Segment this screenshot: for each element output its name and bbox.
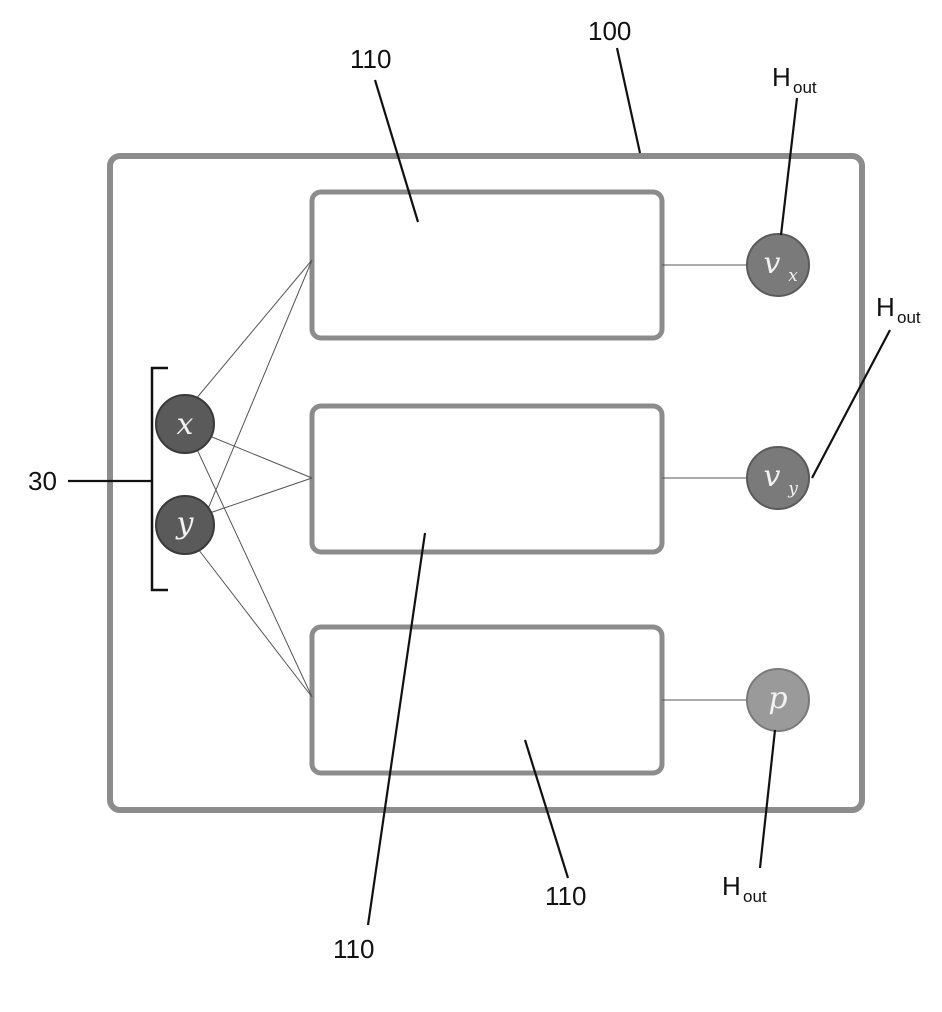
label-110-bottom: 110 [545,881,586,911]
svg-text:out: out [793,78,817,97]
input-node-y: y [156,496,214,554]
svg-text:H: H [876,292,895,322]
output-node-vx: v x [747,234,809,296]
svg-text:v: v [764,459,781,494]
label-110-middle: 110 [333,934,374,964]
svg-text:out: out [897,308,921,327]
hout-label-p: H out [722,871,767,906]
label-30: 30 [28,466,57,496]
svg-text:x: x [177,407,194,442]
subnetwork-box-top [312,192,662,338]
svg-text:x: x [788,266,798,286]
svg-text:y: y [787,479,798,499]
svg-text:p: p [768,681,787,716]
svg-text:y: y [175,506,195,541]
output-node-p: p [747,669,809,731]
label-100: 100 [588,16,631,46]
subnetwork-box-middle [312,406,662,552]
label-100-leader [617,48,640,153]
hout-label-vy: H out [876,292,921,327]
svg-text:v: v [764,246,781,281]
input-node-x: x [156,395,214,453]
output-node-vy: v y [747,447,809,509]
svg-text:H: H [722,871,741,901]
label-110-top: 110 [350,44,391,74]
hout-label-vx: H out [772,62,817,97]
subnetwork-box-bottom [312,627,662,773]
svg-text:out: out [743,887,767,906]
svg-text:H: H [772,62,791,92]
